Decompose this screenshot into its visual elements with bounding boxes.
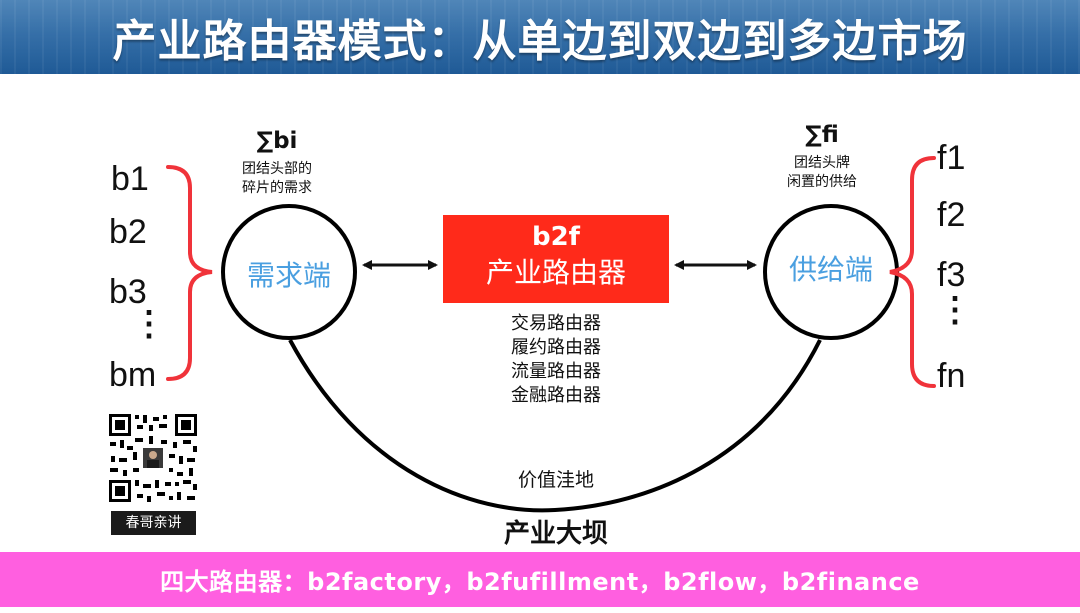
qr-code-graphic	[107, 412, 199, 504]
supply-ellipsis: ⋮	[938, 290, 972, 330]
demand-item-b1: b1	[111, 160, 149, 199]
value-valley-label: 价值洼地	[496, 465, 616, 492]
demand-item-b2: b2	[109, 213, 147, 252]
demand-sum-label: ∑bi	[217, 128, 337, 154]
router-type-finance: 金融路由器	[496, 384, 616, 408]
supply-item-f2: f2	[937, 196, 965, 235]
router-type-trade: 交易路由器	[496, 312, 616, 336]
supply-caption-line2: 闲置的供给	[762, 173, 882, 192]
demand-node-label: 需求端	[219, 254, 359, 294]
supply-caption-line1: 团结头牌	[762, 154, 882, 173]
supply-node-label: 供给端	[761, 248, 901, 288]
demand-caption-line1: 团结头部的	[217, 160, 337, 179]
supply-item-f1: f1	[937, 139, 965, 178]
qr-code	[107, 412, 199, 504]
industry-router-box: b2f 产业路由器	[443, 215, 669, 303]
demand-item-bm: bm	[109, 356, 156, 395]
router-name: 产业路由器	[443, 253, 669, 293]
demand-ellipsis: ⋮	[132, 304, 166, 344]
industry-dam-label: 产业大坝	[476, 513, 636, 550]
router-type-fulfillment: 履约路由器	[496, 336, 616, 360]
demand-caption-line2: 碎片的需求	[217, 179, 337, 198]
router-code: b2f	[443, 221, 669, 253]
router-type-traffic: 流量路由器	[496, 360, 616, 384]
supply-item-fn: fn	[937, 357, 965, 396]
demand-brace	[168, 167, 212, 379]
footer-banner: 四大路由器：b2factory，b2fufillment，b2flow，b2fi…	[0, 552, 1080, 607]
supply-sum-label: ∑fi	[762, 122, 882, 148]
router-type-list: 交易路由器 履约路由器 流量路由器 金融路由器	[496, 312, 616, 408]
qr-caption: 春哥亲讲	[111, 511, 196, 535]
